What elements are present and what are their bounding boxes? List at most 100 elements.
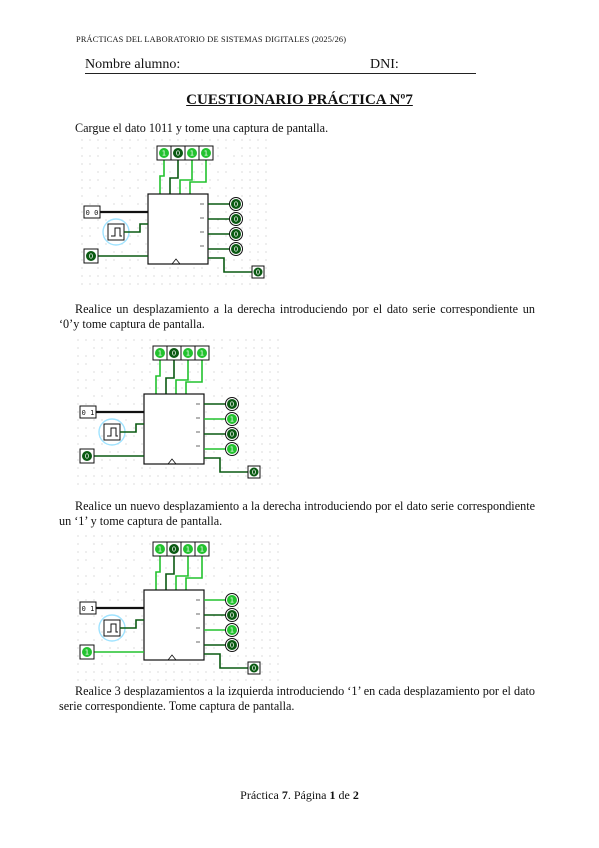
question-2-text: Realice un desplazamiento a la derecha i… bbox=[59, 302, 535, 331]
input-wire-0 bbox=[155, 556, 161, 590]
clock-waveform bbox=[111, 227, 122, 237]
clock-source bbox=[103, 423, 121, 441]
input-led-1 bbox=[169, 544, 179, 554]
output-led-0 bbox=[231, 199, 241, 209]
output-value-2: 1 bbox=[230, 627, 234, 635]
output-led-2 bbox=[227, 429, 237, 439]
output-value-2: 0 bbox=[234, 231, 238, 239]
name-row: Nombre alumno: DNI: bbox=[85, 57, 476, 74]
input-value-1: 0 bbox=[172, 546, 176, 554]
output-value-3: 0 bbox=[230, 642, 234, 650]
serial-input-led bbox=[86, 251, 96, 261]
input-value-0: 1 bbox=[162, 150, 166, 158]
mode-pin-value: 0 0 bbox=[86, 209, 99, 217]
carry-out-wire bbox=[204, 653, 248, 669]
carry-out-value: 0 bbox=[252, 665, 256, 673]
input-led-2 bbox=[183, 348, 193, 358]
output-led-3 bbox=[227, 640, 237, 650]
serial-input-led bbox=[82, 647, 92, 657]
circuit-1-diagram: 1 0 1 1 0 0 0 0 0 0 0 0 bbox=[81, 139, 267, 285]
footer-prefix: Práctica bbox=[240, 788, 282, 802]
questionnaire-title: CUESTIONARIO PRÁCTICA Nº7 bbox=[186, 92, 413, 108]
input-led-2 bbox=[183, 544, 193, 554]
dni-label: DNI: bbox=[370, 57, 399, 72]
input-led-3 bbox=[201, 148, 211, 158]
output-value-1: 0 bbox=[234, 216, 238, 224]
output-value-0: 0 bbox=[230, 401, 234, 409]
carry-out-wire bbox=[208, 257, 252, 273]
clock-marker bbox=[167, 654, 177, 661]
input-wire-0 bbox=[155, 360, 161, 394]
carry-out-value: 0 bbox=[256, 269, 260, 277]
footer-page-number: 1 bbox=[329, 788, 336, 802]
question-1-text: Cargue el dato 1011 y tome una captura d… bbox=[75, 121, 329, 135]
output-led-1 bbox=[227, 610, 237, 620]
input-value-3: 1 bbox=[204, 150, 208, 158]
input-led-3 bbox=[197, 544, 207, 554]
carry-out-value: 0 bbox=[252, 469, 256, 477]
circuit-2-diagram: 1 0 1 1 0 1 0 0 1 0 1 0 bbox=[77, 339, 279, 485]
mode-pin-value: 0 1 bbox=[82, 409, 95, 417]
output-led-3 bbox=[231, 244, 241, 254]
clock-source bbox=[107, 223, 125, 241]
input-value-1: 0 bbox=[172, 350, 176, 358]
input-value-3: 1 bbox=[200, 546, 204, 554]
input-led-1 bbox=[169, 348, 179, 358]
clock-source bbox=[103, 619, 121, 637]
page-footer: Práctica 7. Página 1 de 2 bbox=[0, 788, 599, 803]
input-value-0: 1 bbox=[158, 350, 162, 358]
input-value-3: 1 bbox=[200, 350, 204, 358]
input-value-1: 0 bbox=[176, 150, 180, 158]
clock-waveform bbox=[107, 427, 118, 437]
output-value-2: 0 bbox=[230, 431, 234, 439]
footer-practice-number: 7 bbox=[281, 788, 288, 802]
serial-input-led bbox=[82, 451, 92, 461]
output-value-1: 1 bbox=[230, 416, 234, 424]
carry-out-wire bbox=[204, 457, 248, 473]
name-label: Nombre alumno: bbox=[85, 57, 181, 72]
input-wire-0 bbox=[159, 160, 165, 194]
input-value-0: 1 bbox=[158, 546, 162, 554]
input-wire-3 bbox=[185, 360, 203, 394]
output-led-1 bbox=[231, 214, 241, 224]
input-led-2 bbox=[187, 148, 197, 158]
clock-marker bbox=[171, 258, 181, 265]
input-wire-1 bbox=[165, 360, 175, 394]
output-value-1: 0 bbox=[230, 612, 234, 620]
output-value-3: 0 bbox=[234, 246, 238, 254]
serial-input-value: 0 bbox=[85, 453, 89, 461]
input-led-0 bbox=[155, 544, 165, 554]
output-led-0 bbox=[227, 399, 237, 409]
shift-register-chip bbox=[143, 589, 205, 661]
input-wire-2 bbox=[175, 556, 189, 590]
mode-pin-value: 0 1 bbox=[82, 605, 95, 613]
input-led-0 bbox=[155, 348, 165, 358]
shift-register-chip bbox=[143, 393, 205, 465]
serial-input-value: 0 bbox=[89, 253, 93, 261]
output-value-0: 0 bbox=[234, 201, 238, 209]
output-led-0 bbox=[227, 595, 237, 605]
output-value-3: 1 bbox=[230, 446, 234, 454]
clock-wire bbox=[120, 619, 144, 629]
page-header: PRÁCTICAS DEL LABORATORIO DE SISTEMAS DI… bbox=[76, 35, 347, 44]
input-value-2: 1 bbox=[186, 546, 190, 554]
input-wire-1 bbox=[169, 160, 179, 194]
input-wire-2 bbox=[175, 360, 189, 394]
output-led-3 bbox=[227, 444, 237, 454]
output-led-1 bbox=[227, 414, 237, 424]
input-value-2: 1 bbox=[186, 350, 190, 358]
carry-out-led bbox=[249, 467, 259, 477]
input-led-0 bbox=[159, 148, 169, 158]
carry-out-led bbox=[249, 663, 259, 673]
input-wire-2 bbox=[179, 160, 193, 194]
question-3-text: Realice un nuevo desplazamiento a la der… bbox=[59, 499, 535, 528]
output-led-2 bbox=[231, 229, 241, 239]
input-value-2: 1 bbox=[190, 150, 194, 158]
clock-waveform bbox=[107, 623, 118, 633]
input-wire-3 bbox=[189, 160, 207, 194]
question-4-text: Realice 3 desplazamientos a la izquierda… bbox=[59, 684, 535, 713]
footer-page-label: . Página bbox=[287, 788, 330, 802]
shift-register-chip bbox=[147, 193, 209, 265]
clock-marker bbox=[167, 458, 177, 465]
